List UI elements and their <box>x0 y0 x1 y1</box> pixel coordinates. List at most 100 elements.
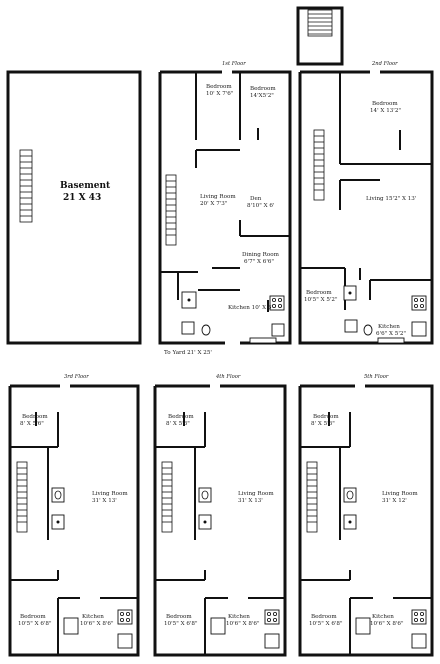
basement-dims: 21 X 43 <box>63 193 101 203</box>
third-floor-title: 3rd Floor <box>64 374 89 380</box>
second-floor-outline <box>298 70 434 345</box>
kitchen-sink-icon <box>411 321 427 337</box>
second-floor-stairs <box>313 129 325 201</box>
stove-icon <box>411 609 427 625</box>
fl4-living-label: Living Room <box>238 491 274 497</box>
fl5-kitchen-dims: 10'6" X 8'6" <box>370 621 404 627</box>
fourth-floor-stairs <box>161 461 173 533</box>
fl4-bedroom-top-dims: 8' X 5'6" <box>166 421 190 427</box>
fl5-living-dims: 31' X 12' <box>382 498 407 504</box>
stove-icon <box>411 295 427 311</box>
fifth-floor-fixtures <box>343 487 427 649</box>
stove-icon <box>269 295 285 311</box>
third-floor-stairs <box>16 461 28 533</box>
fifth-floor-title: 5th Floor <box>364 374 389 380</box>
fl1-bedroom-b-dims: 14'X5'2" <box>250 93 274 99</box>
fl4-bedroom-bottom-dims: 10'5" X 6'8" <box>164 621 198 627</box>
fourth-floor-walls <box>156 412 284 654</box>
fl1-bedroom-a-label: Bedroom <box>206 84 232 90</box>
fridge-icon <box>63 617 79 635</box>
kitchen-sink-icon <box>264 633 280 649</box>
fl2-bedroom-top-dims: 14' X 13'2" <box>370 108 401 114</box>
fl1-bedroom-b-label: Bedroom <box>250 86 276 92</box>
fl5-bedroom-bottom-label: Bedroom <box>311 614 337 620</box>
fridge-icon <box>210 617 226 635</box>
kitchen-sink-icon <box>411 633 427 649</box>
third-floor-outline <box>8 384 140 657</box>
fl1-living-dims: 20' X 7'3" <box>200 201 228 207</box>
fourth-floor-outline <box>153 384 287 657</box>
fl1-den-label: Den <box>250 196 262 202</box>
basement-plan: Basement 21 X 43 <box>6 70 142 345</box>
fl2-bedroom-top-label: Bedroom <box>372 101 398 107</box>
kitchen-sink-icon <box>117 633 133 649</box>
first-floor-title: 1st Floor <box>222 61 246 67</box>
fl2-living-label: Living 15'2" X 13' <box>366 196 416 202</box>
fl1-living-label: Living Room <box>200 194 236 200</box>
roof-access-stair <box>296 6 344 66</box>
fl5-living-label: Living Room <box>382 491 418 497</box>
kitchen-sink-icon <box>271 323 285 337</box>
third-floor-plan: 3rd Floor <box>8 374 140 657</box>
fl1-dining-dims: 6'7" X 6'6" <box>244 259 274 265</box>
second-floor-title: 2nd Floor <box>371 61 398 67</box>
fl2-bedroom-bottom-dims: 10'5" X 5'2" <box>304 297 338 303</box>
fifth-floor-plan: 5th Floor <box>298 374 434 657</box>
first-floor-plan: 1st Floor <box>158 61 292 356</box>
first-floor-fixtures <box>181 291 285 344</box>
fl1-bedroom-a-dims: 10' X 7'6" <box>206 91 234 97</box>
fl3-bedroom-top-dims: 8' X 5'6" <box>20 421 44 427</box>
fl3-bedroom-bottom-dims: 10'5" X 6'8" <box>18 621 52 627</box>
fl3-kitchen-dims: 10'6" X 8'6" <box>80 621 114 627</box>
basement-outline <box>6 70 142 345</box>
fourth-floor-fixtures <box>198 487 280 649</box>
third-floor-fixtures <box>51 487 133 649</box>
fl4-living-dims: 31' X 13' <box>238 498 263 504</box>
first-floor-stairs <box>165 174 177 246</box>
fl5-bedroom-top-label: Bedroom <box>313 414 339 420</box>
fl3-living-dims: 31' X 13' <box>92 498 117 504</box>
fl2-kitchen-dims: 6'6" X 5'2" <box>376 331 406 337</box>
fl4-bedroom-top-label: Bedroom <box>168 414 194 420</box>
toilet-icon <box>201 324 211 336</box>
fl2-kitchen-label: Kitchen <box>378 324 400 330</box>
fifth-floor-stairs <box>306 461 318 533</box>
fl2-bedroom-bottom-label: Bedroom <box>306 290 332 296</box>
fl5-bedroom-top-dims: 8' X 5'6" <box>311 421 335 427</box>
fl4-bedroom-bottom-label: Bedroom <box>166 614 192 620</box>
fourth-floor-title: 4th Floor <box>215 374 241 380</box>
fl4-kitchen-dims: 10'6" X 8'6" <box>226 621 260 627</box>
shower-icon <box>343 487 357 503</box>
fl3-living-label: Living Room <box>92 491 128 497</box>
basement-stairs <box>19 149 33 223</box>
third-floor-walls <box>11 412 137 654</box>
fifth-floor-outline <box>298 384 434 657</box>
fl5-bedroom-bottom-dims: 10'5" X 6'8" <box>309 621 343 627</box>
second-floor-fixtures <box>343 285 427 344</box>
counter-icon <box>377 337 405 344</box>
fl1-kitchen-label: Kitchen 10' X 6' <box>228 305 273 311</box>
fl1-yard-label: To Yard 21' X 25' <box>164 350 212 356</box>
fl1-den-dims: 8'10" X 6' <box>247 203 274 209</box>
shower-icon <box>198 487 212 503</box>
toilet-icon <box>363 324 373 336</box>
stove-icon <box>117 609 133 625</box>
shower-icon <box>51 487 65 503</box>
fl3-bedroom-bottom-label: Bedroom <box>20 614 46 620</box>
fourth-floor-plan: 4th Floor <box>153 374 287 657</box>
fl5-kitchen-label: Kitchen <box>372 614 394 620</box>
basement-title: Basement <box>60 181 111 191</box>
fl3-kitchen-label: Kitchen <box>82 614 104 620</box>
fl1-dining-label: Dining Room <box>242 252 280 258</box>
fl4-kitchen-label: Kitchen <box>228 614 250 620</box>
fridge-icon <box>355 617 371 635</box>
fl3-bedroom-top-label: Bedroom <box>22 414 48 420</box>
sink-icon <box>344 319 358 333</box>
fifth-floor-walls <box>301 412 431 654</box>
stove-icon <box>264 609 280 625</box>
counter-icon <box>249 337 277 344</box>
second-floor-plan: 2nd Floor <box>296 6 434 345</box>
second-floor-walls <box>301 73 431 310</box>
first-floor-walls <box>161 73 289 312</box>
